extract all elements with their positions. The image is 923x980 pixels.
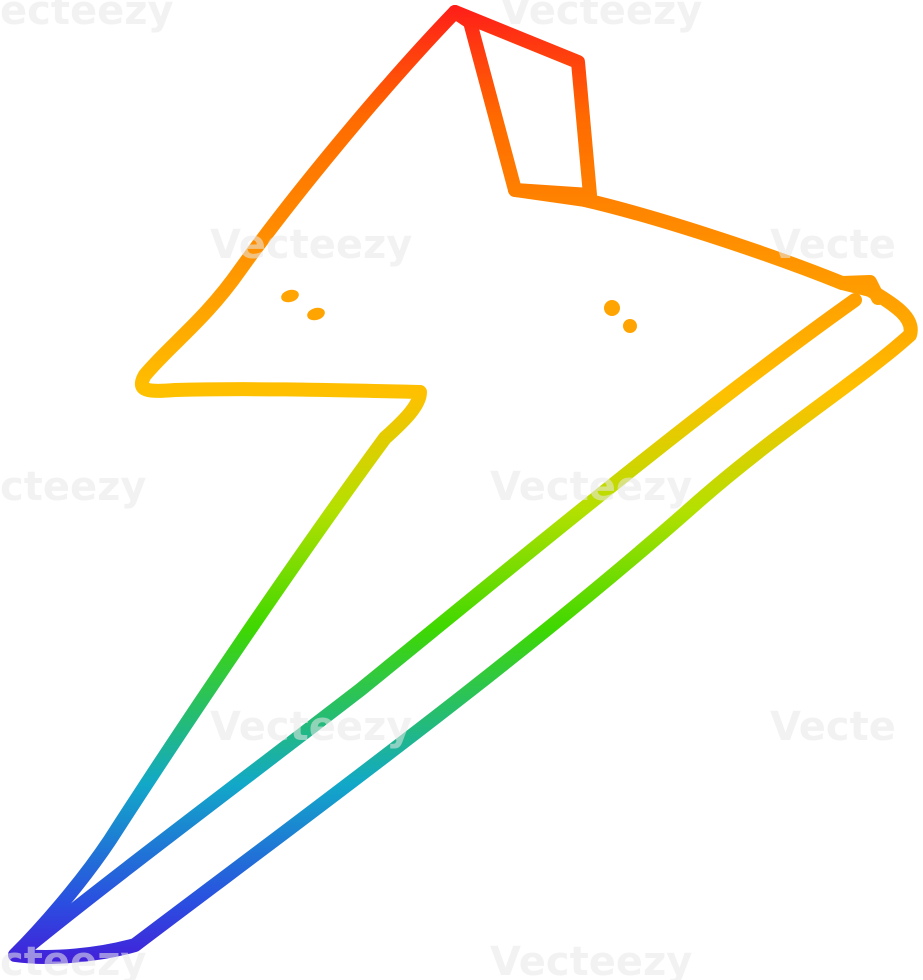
right-eye-upper — [604, 300, 620, 316]
bolt-body — [8, 5, 918, 964]
left-eye-lower — [307, 307, 325, 321]
bolt-notch — [508, 183, 592, 207]
eyes — [281, 289, 637, 333]
bolt-corner — [835, 275, 885, 305]
bolt-outline — [448, 5, 597, 202]
right-eye-lower — [623, 319, 637, 333]
bolt-inner-edge — [23, 293, 862, 952]
left-eye-upper — [281, 289, 299, 303]
